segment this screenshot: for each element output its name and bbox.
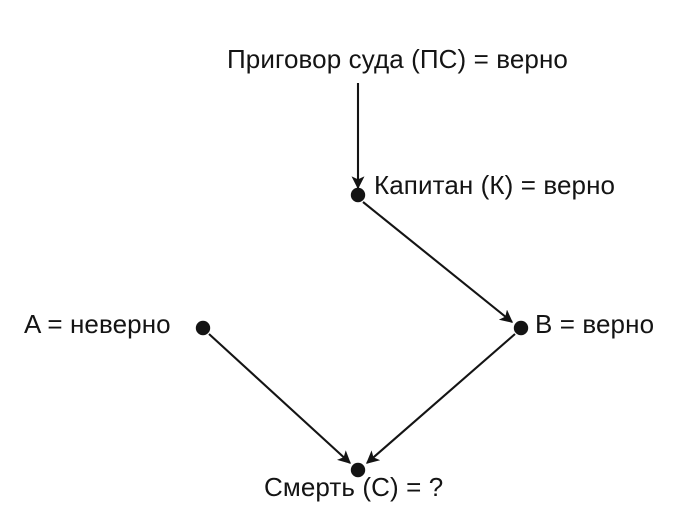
node-dot-a[interactable]	[195, 320, 211, 336]
node-dot-captain[interactable]	[350, 187, 366, 203]
node-label-death: Смерть (С) = ?	[264, 472, 444, 502]
edge-b-to-death	[366, 333, 516, 464]
edge-a-to-death	[208, 333, 351, 464]
node-label-captain: Капитан (К) = верно	[374, 170, 616, 200]
node-label-b: B = верно	[535, 309, 655, 339]
node-dot-b[interactable]	[513, 320, 529, 336]
node-label-a: A = неверно	[24, 309, 171, 339]
edge-captain-to-b	[362, 201, 514, 323]
node-dot-death[interactable]	[350, 462, 366, 478]
node-label-verdict: Приговор суда (ПС) = верно	[227, 44, 568, 74]
